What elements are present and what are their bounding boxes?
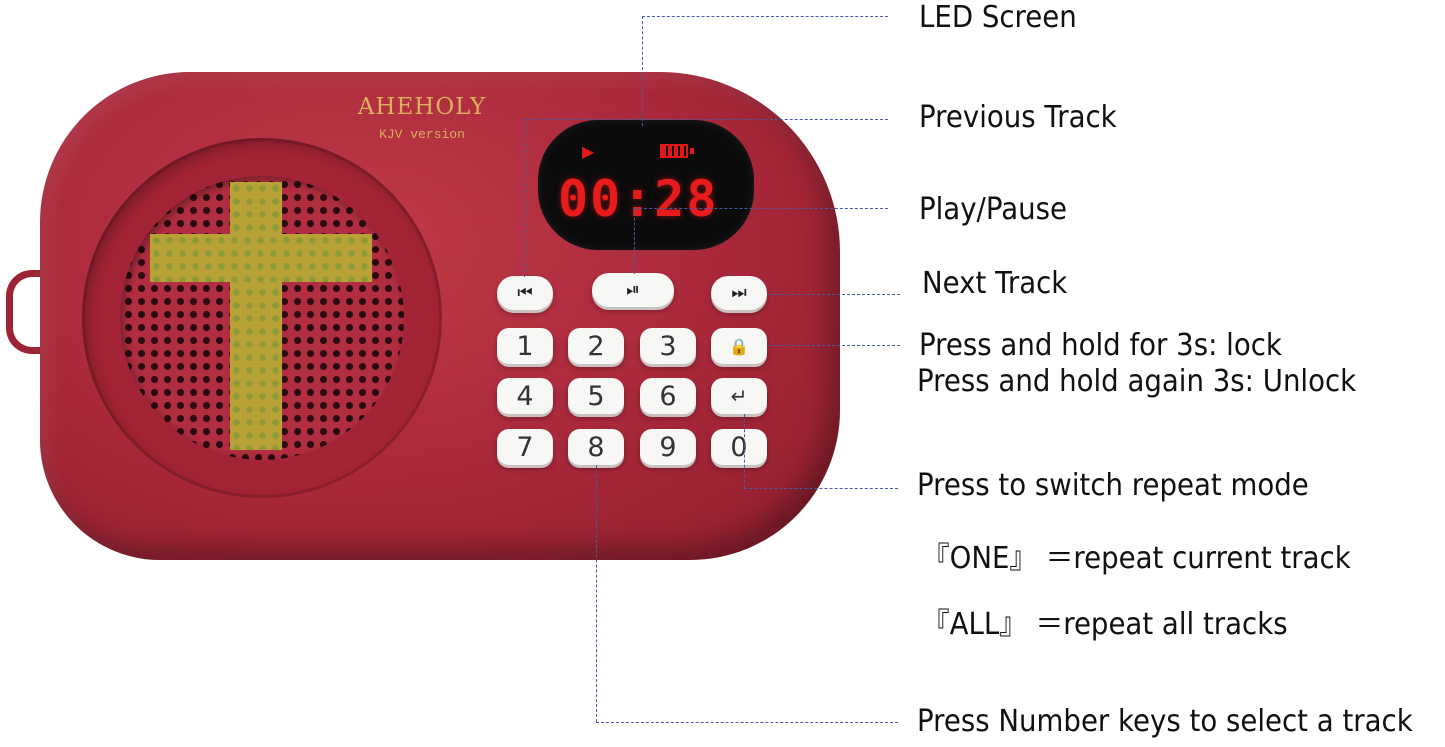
repeat-icon: ↵	[730, 384, 748, 408]
leader-led-h	[642, 16, 888, 17]
previous-icon: ⏮	[517, 283, 533, 302]
callout-number-keys: Press Number keys to select a track	[917, 704, 1413, 739]
battery-icon	[660, 144, 688, 158]
number-key-9[interactable]: 9	[640, 429, 696, 465]
number-key-5[interactable]: 5	[568, 378, 624, 414]
callout-led-screen: LED Screen	[919, 0, 1077, 35]
callout-repeat-all: 『ALL』 ＝repeat all tracks	[922, 607, 1288, 642]
cross-horizontal	[150, 234, 372, 282]
cross-vertical	[230, 182, 282, 450]
number-key-4[interactable]: 4	[497, 378, 553, 414]
repeat-mode-button[interactable]: ↵	[711, 378, 767, 414]
leader-next	[767, 294, 900, 295]
leader-prev-h	[524, 119, 888, 120]
play-pause-icon: ⏯	[626, 280, 640, 299]
callout-repeat-one: 『ONE』 ＝repeat current track	[922, 541, 1351, 576]
battery-tip	[690, 148, 694, 154]
leader-lock	[767, 345, 900, 346]
leader-prev-v	[524, 119, 525, 277]
leader-number-v	[596, 465, 597, 722]
next-track-button[interactable]: ⏭	[711, 276, 767, 310]
play-pause-button[interactable]: ⏯	[592, 273, 674, 307]
leader-play-h	[634, 208, 888, 209]
lock-button[interactable]: 🔒	[711, 328, 767, 364]
leader-play-v	[634, 208, 635, 274]
previous-track-button[interactable]: ⏮	[497, 276, 553, 310]
number-key-8[interactable]: 8	[568, 429, 624, 465]
callout-play-pause: Play/Pause	[919, 192, 1068, 227]
leader-number-h	[596, 722, 898, 723]
number-key-1[interactable]: 1	[497, 328, 553, 364]
number-key-6[interactable]: 6	[640, 378, 696, 414]
play-indicator-icon: ▶	[582, 144, 595, 161]
led-screen	[538, 120, 754, 250]
lock-icon: 🔒	[729, 336, 749, 356]
number-key-0[interactable]: 0	[711, 429, 767, 465]
leader-led-v	[642, 16, 643, 126]
callout-repeat-mode: Press to switch repeat mode	[917, 468, 1309, 503]
callout-next-track: Next Track	[922, 266, 1068, 301]
number-key-3[interactable]: 3	[640, 328, 696, 364]
model-label: KJV version	[379, 127, 465, 142]
number-key-7[interactable]: 7	[497, 429, 553, 465]
callout-previous-track: Previous Track	[919, 100, 1117, 135]
lanyard-loop	[6, 270, 57, 354]
callout-lock: Press and hold for 3s: lock	[919, 328, 1282, 363]
leader-repeat-h	[744, 488, 898, 489]
leader-repeat-v	[744, 414, 745, 488]
led-time: 00:28	[558, 170, 719, 228]
callout-unlock: Press and hold again 3s: Unlock	[917, 364, 1357, 399]
brand-name: AHEHOLY	[357, 94, 487, 120]
number-key-2[interactable]: 2	[568, 328, 624, 364]
next-icon: ⏭	[731, 283, 747, 302]
